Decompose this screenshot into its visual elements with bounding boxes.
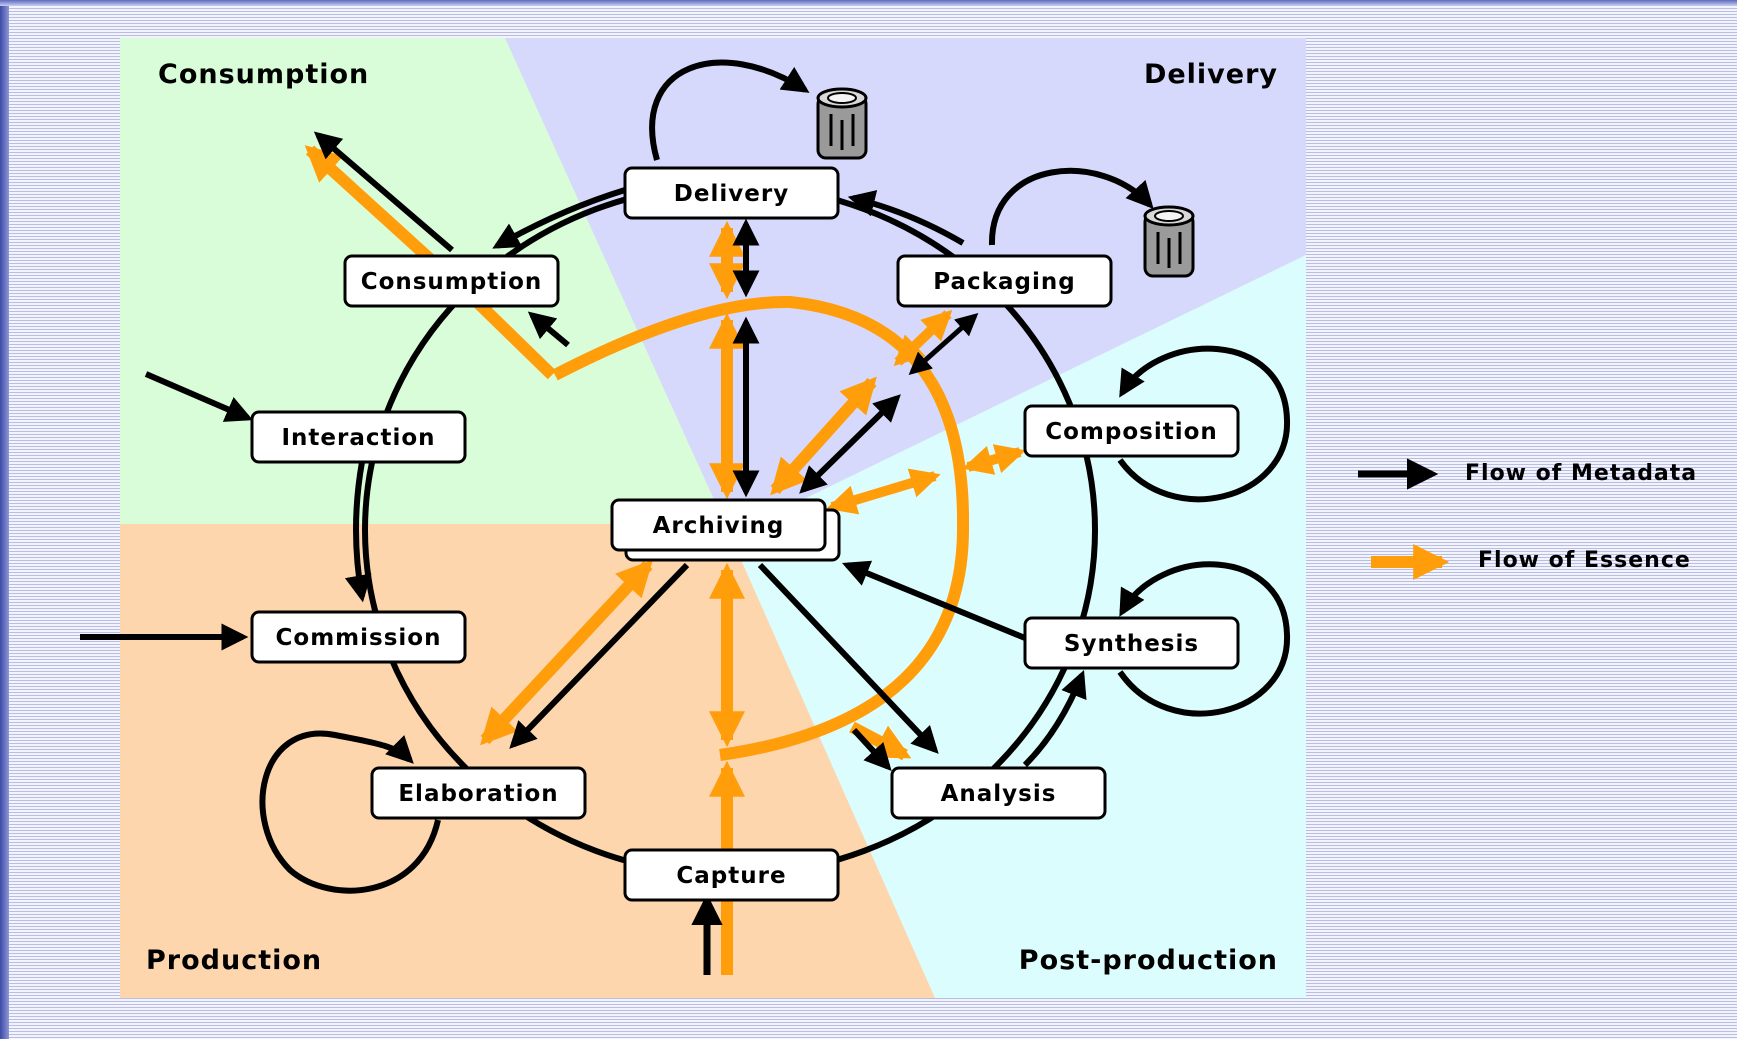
metadata-interaction-commission bbox=[344, 461, 372, 603]
trash-bin-icon bbox=[816, 87, 868, 160]
composition-self-loop bbox=[1117, 345, 1291, 503]
essence-archiving-elaboration bbox=[480, 559, 653, 746]
region-label-delivery: Delivery bbox=[1144, 59, 1278, 90]
node-composition-label: Composition bbox=[1045, 419, 1218, 445]
node-analysis: Analysis bbox=[890, 766, 1107, 820]
node-analysis-label: Analysis bbox=[941, 781, 1057, 807]
metadata-analysis-synthesis bbox=[1022, 669, 1087, 768]
essence-arc bbox=[552, 295, 970, 761]
elaboration-self-loop bbox=[259, 730, 441, 894]
legend: Flow of Metadata Flow of Essence bbox=[1358, 458, 1697, 580]
region-label-consumption: Consumption bbox=[158, 59, 369, 90]
region-label-post-production: Post-production bbox=[1019, 945, 1278, 976]
essence-composition-arc bbox=[962, 444, 1026, 475]
delivery-self-loop bbox=[649, 59, 810, 161]
metadata-delivery-consumption bbox=[492, 187, 626, 249]
node-synthesis-label: Synthesis bbox=[1064, 631, 1199, 657]
node-capture-label: Capture bbox=[676, 863, 786, 889]
node-packaging-label: Packaging bbox=[933, 269, 1075, 295]
node-commission-label: Commission bbox=[276, 625, 442, 651]
node-delivery-label: Delivery bbox=[674, 181, 789, 207]
metadata-arc-archiving-diag bbox=[799, 394, 901, 494]
node-capture: Capture bbox=[623, 848, 840, 902]
metadata-packaging-arc bbox=[908, 313, 979, 375]
metadata-packaging-delivery bbox=[847, 190, 965, 246]
metadata-arc-consumption bbox=[527, 311, 570, 348]
packaging-self-loop bbox=[988, 167, 1154, 246]
slide-top-edge bbox=[0, 0, 1737, 6]
metadata-archiving-elaboration bbox=[509, 562, 690, 749]
essence-analysis bbox=[849, 721, 912, 761]
node-synthesis: Synthesis bbox=[1023, 616, 1240, 670]
metadata-analysis-lower bbox=[851, 727, 892, 771]
metadata-synthesis-archiving bbox=[842, 560, 1027, 641]
region-label-production: Production bbox=[146, 945, 322, 976]
trash-bin-icon bbox=[1143, 205, 1195, 278]
metadata-interaction-in bbox=[144, 371, 253, 422]
node-delivery: Delivery bbox=[623, 166, 840, 220]
node-elaboration: Elaboration bbox=[370, 766, 587, 820]
legend-metadata-label: Flow of Metadata bbox=[1465, 461, 1697, 486]
node-consumption: Consumption bbox=[343, 254, 560, 308]
node-consumption-label: Consumption bbox=[361, 269, 543, 295]
node-interaction-label: Interaction bbox=[281, 425, 435, 451]
synthesis-self-loop bbox=[1117, 561, 1291, 717]
metadata-consumption-out bbox=[313, 131, 454, 253]
legend-essence-label: Flow of Essence bbox=[1478, 548, 1691, 573]
node-elaboration-label: Elaboration bbox=[398, 781, 558, 807]
node-composition: Composition bbox=[1023, 404, 1240, 458]
node-archiving: Archiving bbox=[610, 498, 841, 562]
node-interaction: Interaction bbox=[250, 410, 467, 464]
metadata-flows bbox=[80, 131, 1087, 975]
node-archiving-label: Archiving bbox=[653, 513, 785, 539]
node-packaging: Packaging bbox=[896, 254, 1113, 308]
metadata-archiving-analysis bbox=[757, 562, 939, 754]
node-commission: Commission bbox=[250, 610, 467, 664]
slide-left-edge bbox=[0, 0, 9, 1039]
